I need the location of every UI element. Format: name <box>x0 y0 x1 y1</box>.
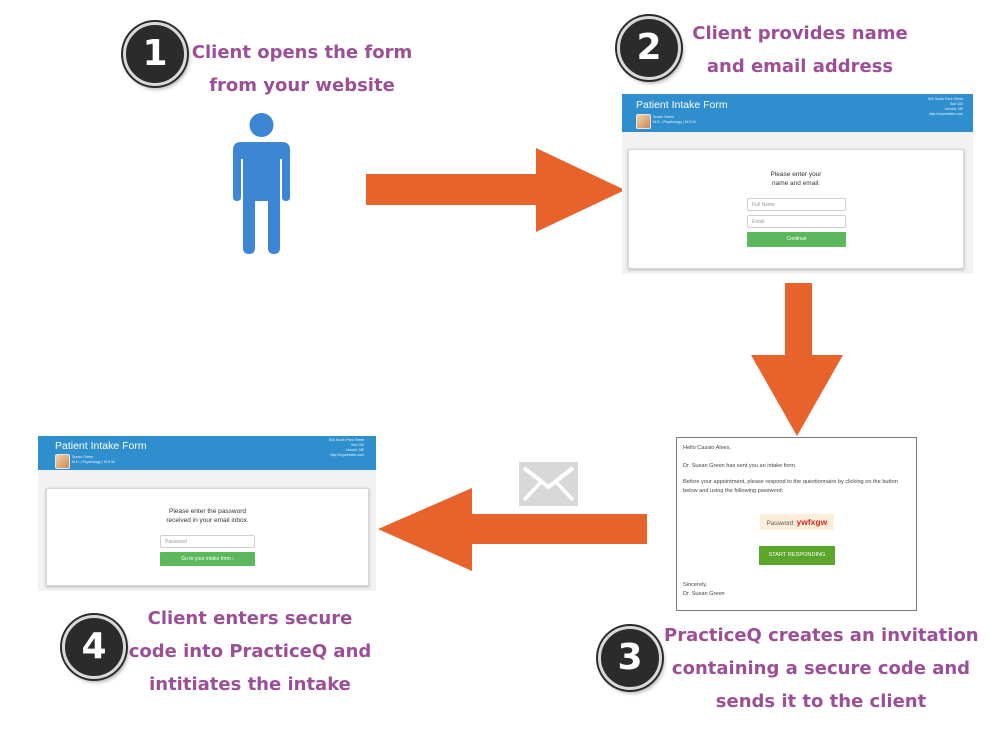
step-4-caption: Client enters secure code into PracticeQ… <box>122 602 378 701</box>
step-1-badge: 1 <box>123 22 187 86</box>
step-3-badge: 3 <box>598 626 662 690</box>
step-3-caption-line: containing a secure code and <box>671 658 971 679</box>
avatar <box>55 454 70 469</box>
name-email-form-screenshot: Patient Intake Form Susan Green M.D. | P… <box>622 94 973 274</box>
clinician-name: Susan Green <box>653 115 675 119</box>
clinic-address: 304 South Park Street Suit 100 Lincoln, … <box>928 97 963 117</box>
address-line: Lincoln, NE <box>345 448 364 452</box>
step-3-caption: PracticeQ creates an invitation containi… <box>664 619 979 718</box>
chevron-right-icon: › <box>232 556 234 562</box>
start-responding-button[interactable]: START RESPONDING <box>759 546 835 565</box>
password-label: Password: <box>766 521 795 527</box>
step-1-caption-line: from your website <box>209 75 395 96</box>
clinician-credentials: M.D. | Psychology | M.S.W. <box>72 460 116 464</box>
prompt-line: name and email: <box>771 180 821 187</box>
form-header: Patient Intake Form Susan Green M.D. | P… <box>622 94 973 132</box>
step-2-badge: 2 <box>617 16 681 80</box>
envelope-icon <box>519 462 578 506</box>
address-line: Suit 100 <box>949 102 963 106</box>
address-line: 304 South Park Street <box>328 438 364 442</box>
continue-button[interactable]: Continue <box>747 232 846 247</box>
step-4-caption-line: intitiates the intake <box>149 674 351 695</box>
arrow-down <box>751 283 843 436</box>
form-prompt: Please enter your name and email: <box>629 170 963 188</box>
email-signoff: Sincerely, <box>683 582 708 588</box>
arrow-right <box>366 148 625 232</box>
address-line: http://mywebsite.com <box>929 112 963 116</box>
email-greeting: Hello Cassio Alves, <box>683 445 731 451</box>
form-header: Patient Intake Form Susan Green M.D. | P… <box>38 436 376 470</box>
email-line: below and using the following password: <box>683 488 784 494</box>
form-prompt: Please enter the password received in yo… <box>47 507 368 525</box>
form-title: Patient Intake Form <box>55 440 147 452</box>
form-card: Please enter your name and email: Full N… <box>628 149 964 269</box>
password-input[interactable]: Password <box>160 535 255 548</box>
password-code: ywfxgw <box>796 517 828 527</box>
avatar <box>636 114 651 129</box>
step-3-caption-line: sends it to the client <box>715 691 927 712</box>
step-4-caption-line: Client enters secure <box>147 608 353 629</box>
email-line: Before your appointment, please respond … <box>683 479 898 485</box>
arrow-left <box>378 488 647 571</box>
step-2-caption-line: and email address <box>706 56 894 77</box>
form-card: Please enter the password received in yo… <box>46 488 369 586</box>
email-signature: Dr. Susan Green <box>683 591 725 597</box>
email-line: Dr. Susan Green has sent you an intake f… <box>683 463 797 469</box>
step-3-caption-line: PracticeQ creates an invitation <box>664 625 979 646</box>
step-2-caption: Client provides name and email address <box>680 17 920 83</box>
password-box: Password: ywfxgw <box>760 514 834 530</box>
invitation-email-screenshot: Hello Cassio Alves, Dr. Susan Green has … <box>676 437 917 611</box>
prompt-line: received in your email inbox. <box>166 517 249 524</box>
clinic-address: 304 South Park Street Suit 100 Lincoln, … <box>329 438 364 458</box>
step-1-caption: Client opens the form from your website <box>182 36 422 102</box>
clinician-name: Susan Green <box>72 455 94 459</box>
step-1-caption-line: Client opens the form <box>191 42 413 63</box>
full-name-input[interactable]: Full Name <box>747 198 846 211</box>
step-4-badge: 4 <box>62 615 126 679</box>
clinician-credentials: M.D. | Psychology | M.S.W. <box>653 120 697 124</box>
step-4-caption-line: code into PracticeQ and <box>128 641 372 662</box>
form-title: Patient Intake Form <box>636 99 728 111</box>
person-icon <box>233 113 290 254</box>
password-form-screenshot: Patient Intake Form Susan Green M.D. | P… <box>38 436 376 591</box>
email-input[interactable]: Email <box>747 215 846 228</box>
prompt-line: Please enter the password <box>169 508 246 515</box>
go-button-label: Go to your intake form <box>181 556 231 562</box>
address-line: Suit 100 <box>350 443 364 447</box>
prompt-line: Please enter your <box>770 171 822 178</box>
go-to-intake-form-button[interactable]: Go to your intake form › <box>160 552 255 566</box>
address-line: 304 South Park Street <box>927 97 963 101</box>
address-line: http://mywebsite.com <box>330 453 364 457</box>
address-line: Lincoln, NE <box>944 107 963 111</box>
step-2-caption-line: Client provides name <box>692 23 908 44</box>
